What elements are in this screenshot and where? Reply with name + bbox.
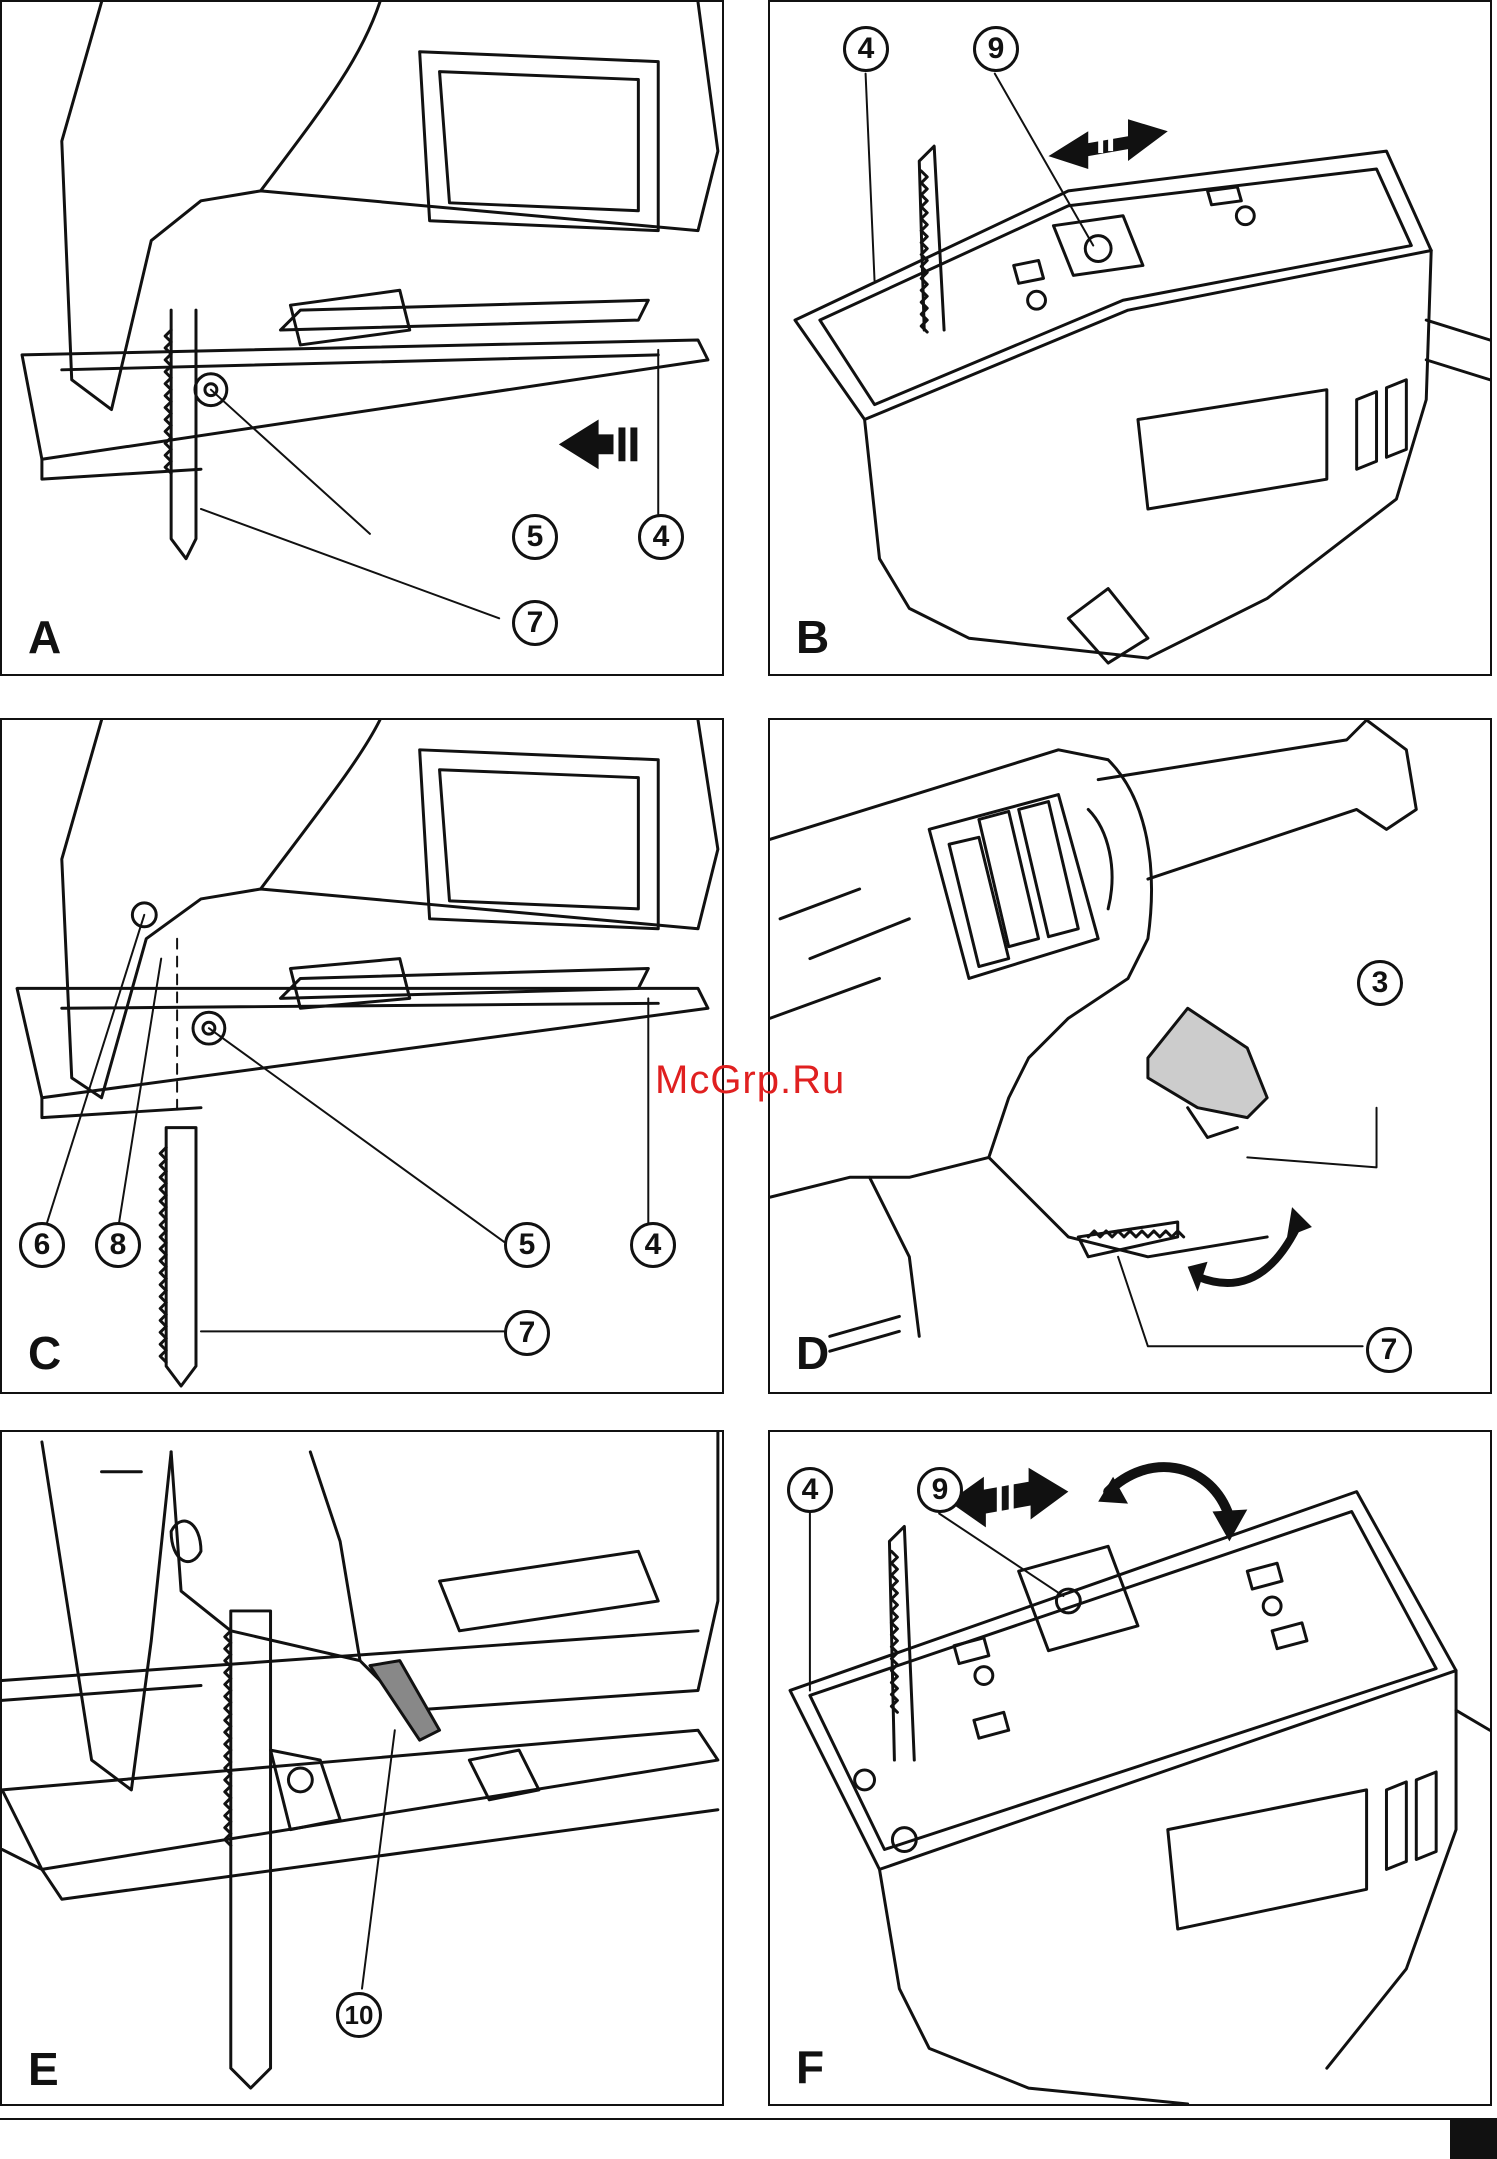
callout-4: 4 [630, 1222, 676, 1268]
footer-rule [0, 2118, 1497, 2120]
figure-panel-b: 4 9 B [768, 0, 1492, 676]
callout-3: 3 [1357, 960, 1403, 1006]
jigsaw-shoe-underside-illustration [770, 2, 1490, 674]
callout-4: 4 [787, 1467, 833, 1513]
callout-4: 4 [843, 26, 889, 72]
callout-5: 5 [504, 1222, 550, 1268]
jigsaw-blade-clamp-illustration [2, 2, 722, 674]
callout-6: 6 [19, 1222, 65, 1268]
page-tab [1450, 2118, 1497, 2159]
panel-letter-f: F [796, 2044, 824, 2090]
panel-letter-a: A [28, 614, 61, 660]
figure-panel-a: 5 4 7 A [0, 0, 724, 676]
callout-7: 7 [512, 600, 558, 646]
callout-5: 5 [512, 514, 558, 560]
panel-letter-e: E [28, 2046, 59, 2092]
figure-panel-c: 6 8 5 4 7 C [0, 718, 724, 1394]
callout-7: 7 [504, 1310, 550, 1356]
jigsaw-shoe-bevel-illustration [770, 1432, 1490, 2104]
jigsaw-blade-release-lever-illustration [770, 720, 1490, 1392]
panel-letter-b: B [796, 614, 829, 660]
watermark: McGrp.Ru [655, 1058, 845, 1103]
figure-panel-f: 4 9 F [768, 1430, 1492, 2106]
callout-9: 9 [973, 26, 1019, 72]
callout-4: 4 [638, 514, 684, 560]
callout-7: 7 [1366, 1327, 1412, 1373]
callout-8: 8 [95, 1222, 141, 1268]
jigsaw-blade-insertion-illustration [2, 720, 722, 1392]
figure-panel-d: 3 7 D [768, 718, 1492, 1394]
panel-letter-d: D [796, 1330, 829, 1376]
callout-9: 9 [917, 1467, 963, 1513]
panel-letter-c: C [28, 1330, 61, 1376]
figure-panel-e: 10 E [0, 1430, 724, 2106]
callout-10: 10 [336, 1992, 382, 2038]
